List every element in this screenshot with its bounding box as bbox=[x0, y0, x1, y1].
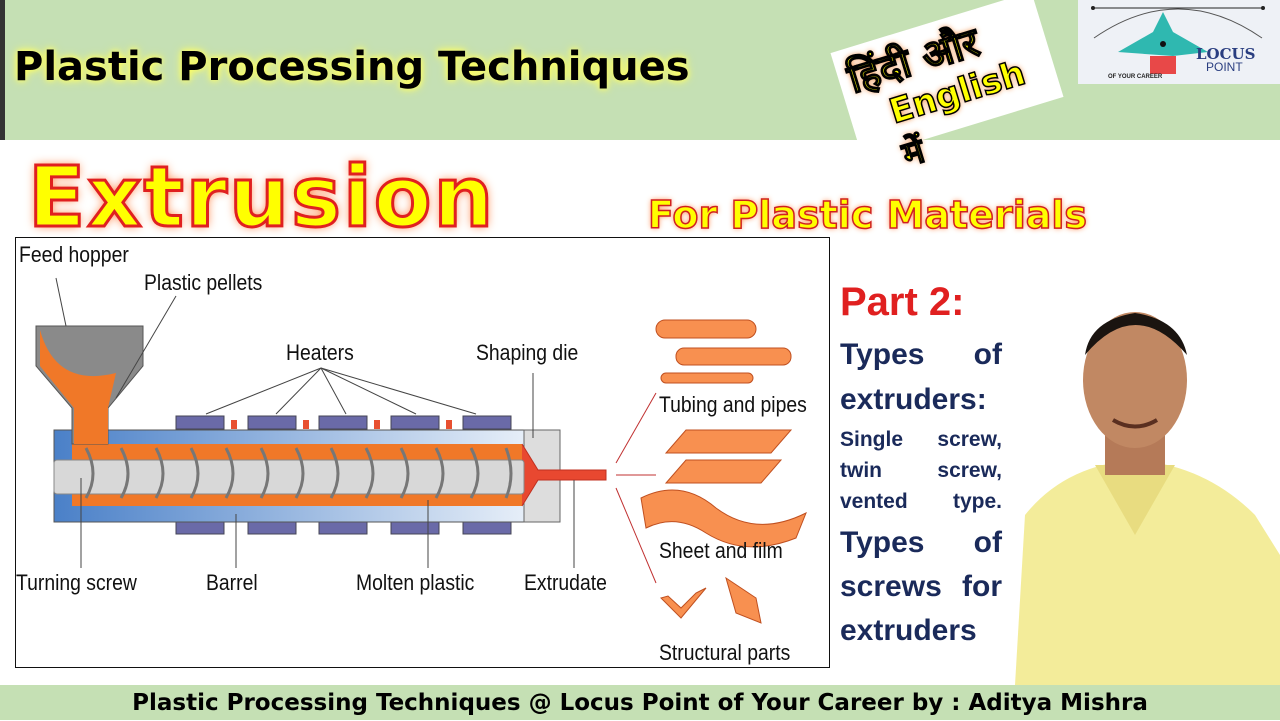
label-extrudate: Extrudate bbox=[524, 570, 607, 595]
topic-line: extruders: bbox=[840, 383, 987, 416]
extruder-illustration bbox=[35, 277, 807, 624]
part-heading: Part 2: bbox=[840, 280, 965, 324]
pen-nib-logo-icon bbox=[1091, 6, 1265, 74]
topic-line: screws for bbox=[840, 570, 1002, 603]
label-molten-plastic: Molten plastic bbox=[356, 570, 475, 595]
topic-line: extruders bbox=[840, 614, 977, 647]
label-barrel: Barrel bbox=[206, 570, 258, 595]
label-heaters: Heaters bbox=[286, 340, 354, 365]
label-sheet-and-film: Sheet and film bbox=[659, 538, 783, 563]
presenter-image bbox=[1015, 312, 1280, 685]
topic-subline: Single screw, bbox=[840, 428, 1002, 451]
topic-subline: vented type. bbox=[840, 490, 1002, 513]
page-title: Plastic Processing Techniques bbox=[14, 44, 690, 90]
topic-line: Types of bbox=[840, 526, 1002, 559]
label-turning-screw: Turning screw bbox=[16, 570, 137, 595]
headline: Extrusion bbox=[26, 147, 496, 248]
label-shaping-die: Shaping die bbox=[476, 340, 579, 365]
label-feed-hopper: Feed hopper bbox=[19, 242, 129, 267]
header-banner bbox=[0, 0, 1280, 140]
topic-subline: twin screw, bbox=[840, 459, 1002, 482]
extruder-diagram: Feed hopper Plastic pellets Heaters Shap… bbox=[15, 237, 830, 668]
logo-sub: POINT bbox=[1206, 60, 1243, 74]
subheadline: For Plastic Materials bbox=[647, 192, 1088, 238]
footer-banner: Plastic Processing Techniques @ Locus Po… bbox=[0, 685, 1280, 720]
logo: LOCUS POINT OF YOUR CAREER bbox=[1078, 0, 1280, 84]
logo-name: LOCUS bbox=[1196, 45, 1256, 63]
topic-line: Types of bbox=[840, 338, 1002, 371]
logo-tagline: OF YOUR CAREER bbox=[1108, 74, 1163, 80]
label-tubing-and-pipes: Tubing and pipes bbox=[659, 392, 807, 417]
label-plastic-pellets: Plastic pellets bbox=[144, 270, 263, 295]
label-structural-parts: Structural parts bbox=[659, 640, 791, 665]
presenter-photo bbox=[1005, 295, 1280, 685]
